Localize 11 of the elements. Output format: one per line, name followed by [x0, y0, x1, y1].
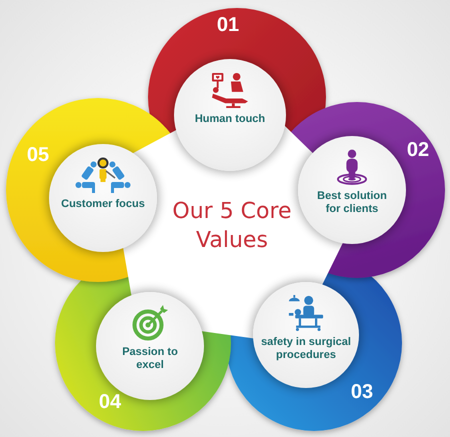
step-number: 02	[406, 139, 430, 161]
diagram-title: Our 5 Core Values	[171, 198, 293, 255]
step-number: 05	[26, 144, 50, 166]
value-label: safety in surgical procedures	[260, 336, 352, 362]
value-label: Human touch	[194, 113, 266, 126]
value-label: Customer focus	[60, 198, 146, 211]
value-label: Passion to excel	[121, 346, 179, 372]
step-number: 03	[350, 381, 374, 403]
step-number: 01	[216, 14, 240, 36]
value-label: Best solution for clients	[316, 190, 388, 216]
step-number: 04	[98, 391, 122, 413]
